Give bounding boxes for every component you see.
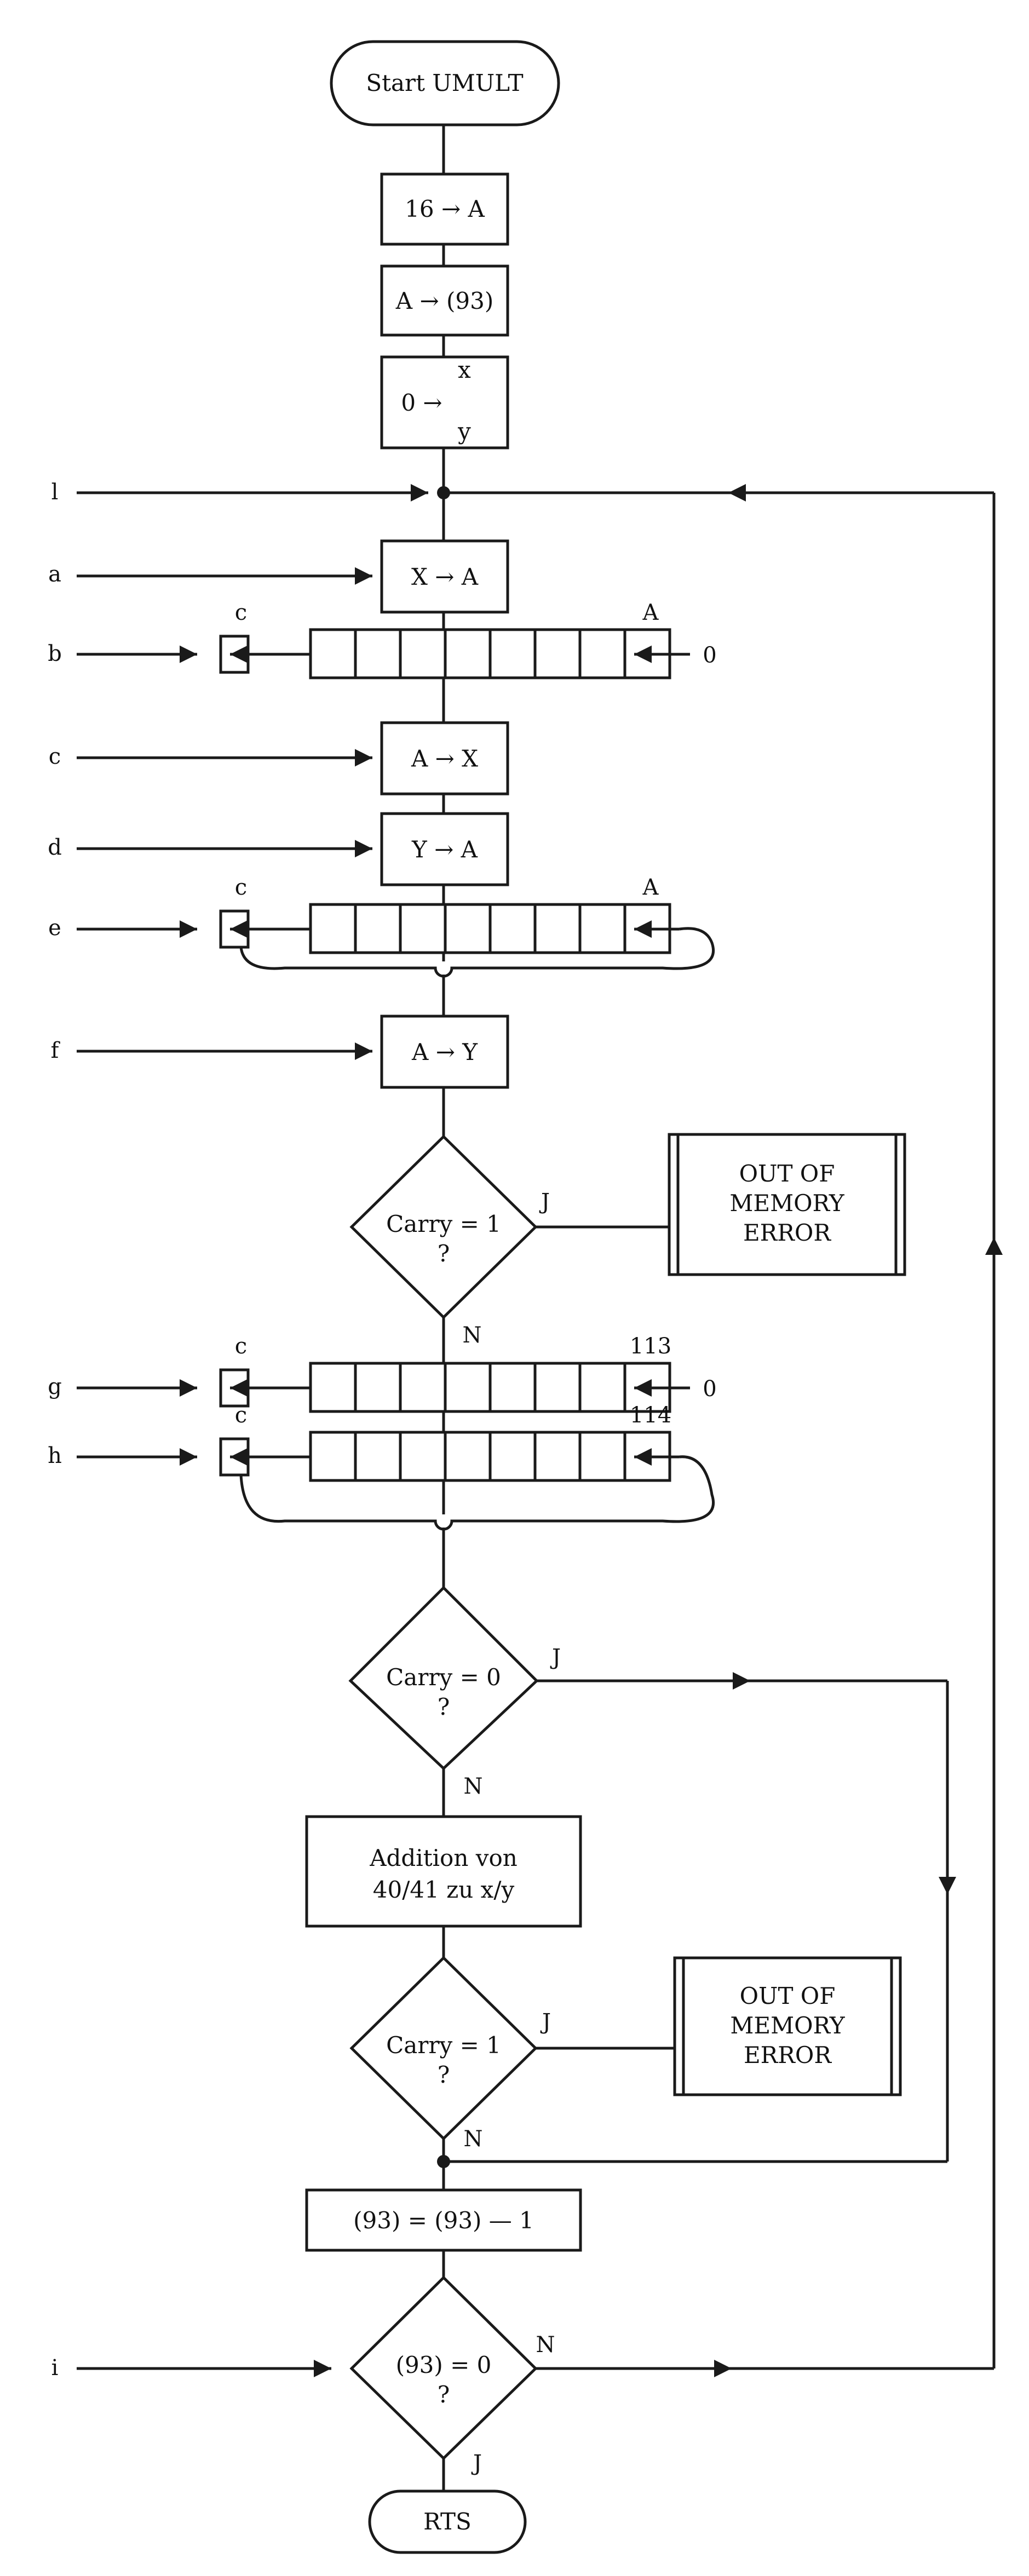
error-2-line1: OUT OF (740, 1983, 836, 2009)
decision-1-yes: J (539, 1189, 550, 1214)
step-y-to-a: Y → A (380, 812, 509, 886)
decision-93-zero: (93) = 0 ? N J (349, 2275, 555, 2476)
loop-back-path (437, 484, 1003, 2377)
step-16-to-a: 16 → A (380, 172, 509, 246)
zero-in-b: 0 (703, 643, 716, 668)
decision-3-no: N (464, 2127, 483, 2152)
decision-carry-0: Carry = 0 ? J N (348, 1586, 561, 1799)
addition-line2: 40/41 zu x/y (373, 1876, 515, 1903)
error-box-1: OUT OF MEMORY ERROR (668, 1133, 906, 1276)
error-2-line2: MEMORY (730, 2012, 845, 2039)
register-shift-h: c 114 (219, 1403, 715, 1531)
zero-in-g: 0 (703, 1376, 716, 1402)
step-addition: Addition von 40/41 zu x/y (305, 1815, 582, 1928)
rts-label: RTS (423, 2508, 472, 2535)
side-label-l: l (51, 480, 59, 505)
error-1-line3: ERROR (743, 1219, 831, 1246)
decision-3-line2: ? (438, 2061, 450, 2088)
side-label-e: e (48, 915, 61, 941)
step-a-to-y-label: A → Y (411, 1039, 478, 1065)
step-a-to-93-label: A → (93) (395, 287, 493, 314)
register-shift-e: c A (219, 875, 715, 978)
side-annotations: l a b c d e f g h i (48, 480, 428, 2381)
step-a-to-93: A → (93) (380, 264, 509, 337)
start-label: Start UMULT (366, 70, 523, 96)
step-zero-label: 0 → (401, 389, 442, 416)
side-label-f: f (51, 1038, 61, 1063)
decision-4-line2: ? (438, 2381, 450, 2408)
side-label-h: h (48, 1443, 62, 1468)
bypass-path (437, 1672, 956, 2168)
register-shift-g: c 113 0 (219, 1334, 717, 1413)
error-1-line1: OUT OF (739, 1160, 835, 1187)
reg-114-label: 114 (630, 1403, 671, 1428)
step-zero-to-xy: 0 → x y (380, 355, 509, 449)
side-label-d: d (48, 835, 62, 860)
side-label-a: a (48, 562, 61, 587)
decision-2-line1: Carry = 0 (386, 1664, 501, 1691)
decision-2-line2: ? (438, 1693, 450, 1720)
step-y-label: y (457, 418, 471, 445)
step-x-label: x (458, 356, 471, 383)
error-2-line3: ERROR (744, 2042, 832, 2068)
step-x-to-a: X → A (380, 539, 509, 614)
step-16-to-a-label: 16 → A (405, 195, 485, 222)
step-a-to-x-label: A → X (411, 745, 478, 772)
decision-carry-1-b: Carry = 1 ? J N (349, 1956, 675, 2152)
carry-label-h: c (235, 1403, 247, 1428)
rts-terminal: RTS (368, 2489, 527, 2554)
side-label-g: g (48, 1374, 62, 1399)
step-decrement: (93) = (93) — 1 (305, 2188, 582, 2252)
error-box-2: OUT OF MEMORY ERROR (673, 1956, 902, 2096)
start-terminal: Start UMULT (330, 40, 560, 126)
side-label-b: b (48, 641, 62, 666)
carry-label-b: c (235, 600, 247, 625)
acc-label-b: A (642, 600, 659, 625)
junction-merge (437, 2155, 450, 2168)
decision-3-yes: J (540, 2009, 551, 2035)
step-a-to-y: A → Y (380, 1015, 509, 1089)
reg-113-label: 113 (630, 1334, 671, 1359)
step-y-to-a-label: Y → A (411, 836, 478, 863)
side-label-i: i (51, 2355, 59, 2381)
decision-4-yes: J (471, 2451, 482, 2476)
carry-label-g: c (235, 1334, 247, 1359)
decision-3-line1: Carry = 1 (386, 2032, 501, 2059)
step-a-to-x: A → X (380, 721, 509, 796)
decrement-label: (93) = (93) — 1 (353, 2207, 534, 2234)
acc-label-e: A (642, 875, 659, 900)
decision-1-no: N (463, 1323, 482, 1348)
addition-line1: Addition von (369, 1845, 518, 1871)
decision-4-line1: (93) = 0 (396, 2352, 492, 2378)
junction-l (437, 486, 450, 499)
decision-1-line2: ? (438, 1240, 450, 1267)
decision-4-no: N (536, 2332, 555, 2358)
error-1-line2: MEMORY (729, 1190, 844, 1217)
decision-2-no: N (464, 1774, 483, 1799)
step-x-to-a-label: X → A (411, 563, 479, 590)
side-label-c: c (49, 744, 61, 769)
decision-2-yes: J (550, 1645, 561, 1670)
decision-carry-1-a: Carry = 1 ? J N (349, 1134, 669, 1348)
decision-1-line1: Carry = 1 (386, 1211, 501, 1237)
register-shift-b: c A 0 (219, 600, 717, 679)
carry-label-e: c (235, 875, 247, 900)
